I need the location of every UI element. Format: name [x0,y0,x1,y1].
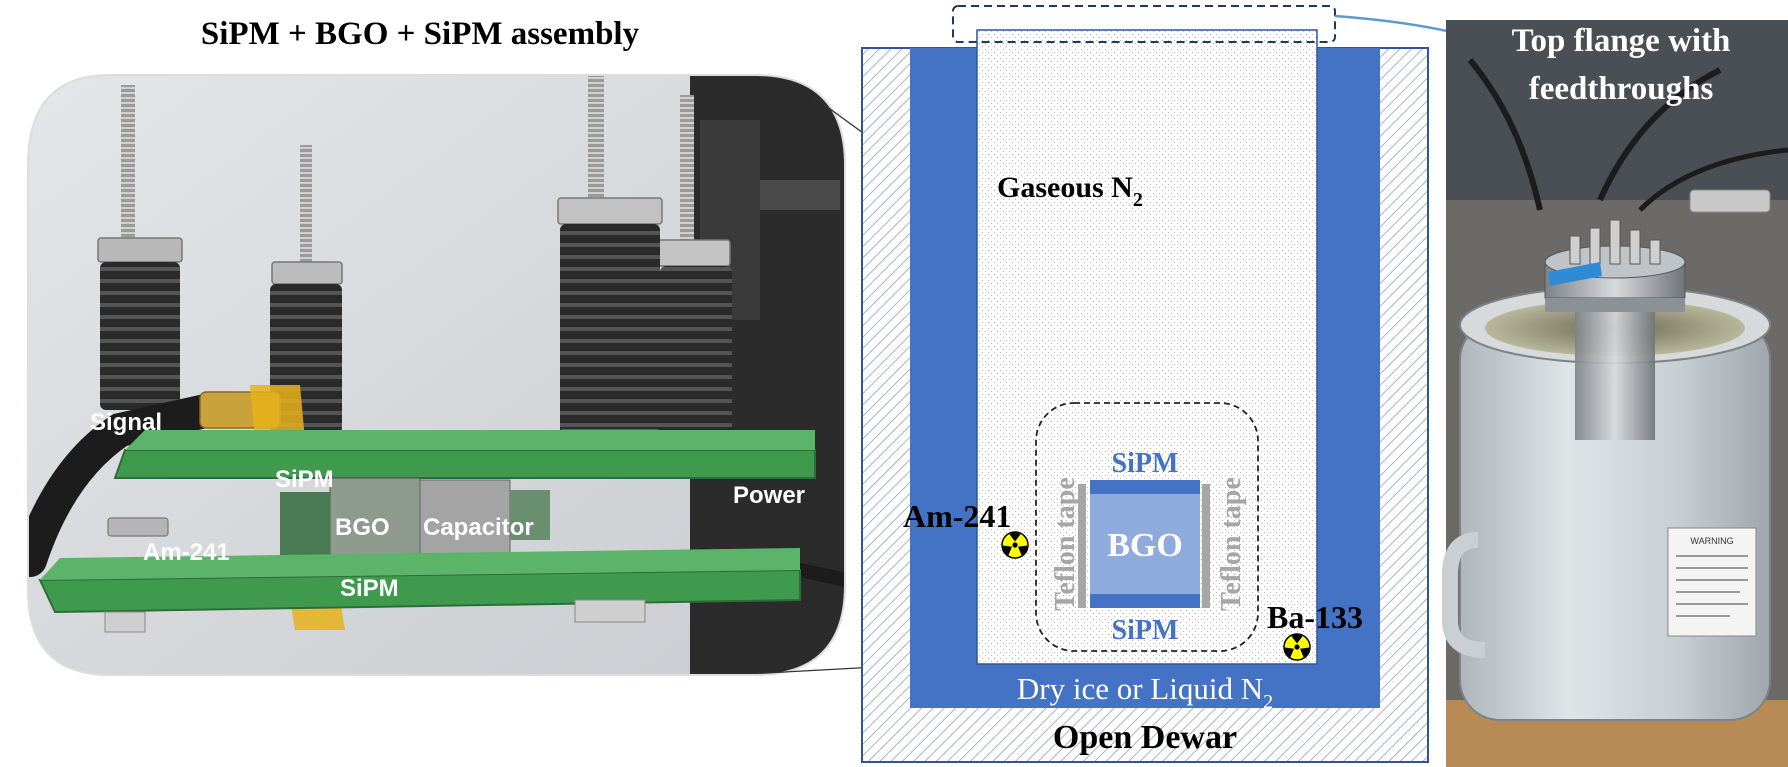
detector-zoom-box [1035,402,1259,652]
bgo-photo-label: BGO [335,514,390,541]
dewar-schematic [861,5,1594,763]
signal-label: Signal [90,409,162,436]
assembly-photo-panel [27,74,846,676]
sipm-top-label: SiPM [1112,448,1179,479]
teflon-tape-left-label: Teflon tape [1050,477,1081,611]
warning-sticker-title: WARNING [1690,536,1733,546]
top-flange-outline [952,5,1336,43]
radiation-icon [1001,531,1029,559]
bgo-crystal [1090,494,1200,594]
teflon-tape-right-label: Teflon tape [1216,477,1247,611]
sipm-bottom-photo-label: SiPM [340,575,399,602]
radiation-icon [1283,633,1311,661]
teflon-bar-left [1078,484,1086,608]
am241-photo-label: Am-241 [143,539,230,566]
sipm-top-bar [1090,480,1200,494]
top-flange-caption-line1: Top flange with [1512,23,1731,59]
ba133-label: Ba-133 [1267,599,1363,635]
capacitor-label: Capacitor [423,514,534,541]
assembly-title: SiPM + BGO + SiPM assembly [201,16,640,52]
gaseous-n2-label: Gaseous N2 [997,171,1143,211]
sipm-bottom-bar [1090,594,1200,608]
sipm-top-photo-label: SiPM [275,466,334,493]
open-dewar-label: Open Dewar [1053,719,1237,756]
power-label: Power [733,482,805,509]
teflon-bar-right [1202,484,1210,608]
coolant-label: Dry ice or Liquid N2 [1017,671,1273,713]
top-flange-caption-line2: feedthroughs [1529,71,1714,107]
sipm-bottom-label: SiPM [1112,615,1179,646]
bgo-label: BGO [1107,527,1183,564]
dewar-photo-panel: WARNING [1442,20,1788,767]
photo-frame [27,74,846,676]
am241-label: Am-241 [903,498,1011,534]
